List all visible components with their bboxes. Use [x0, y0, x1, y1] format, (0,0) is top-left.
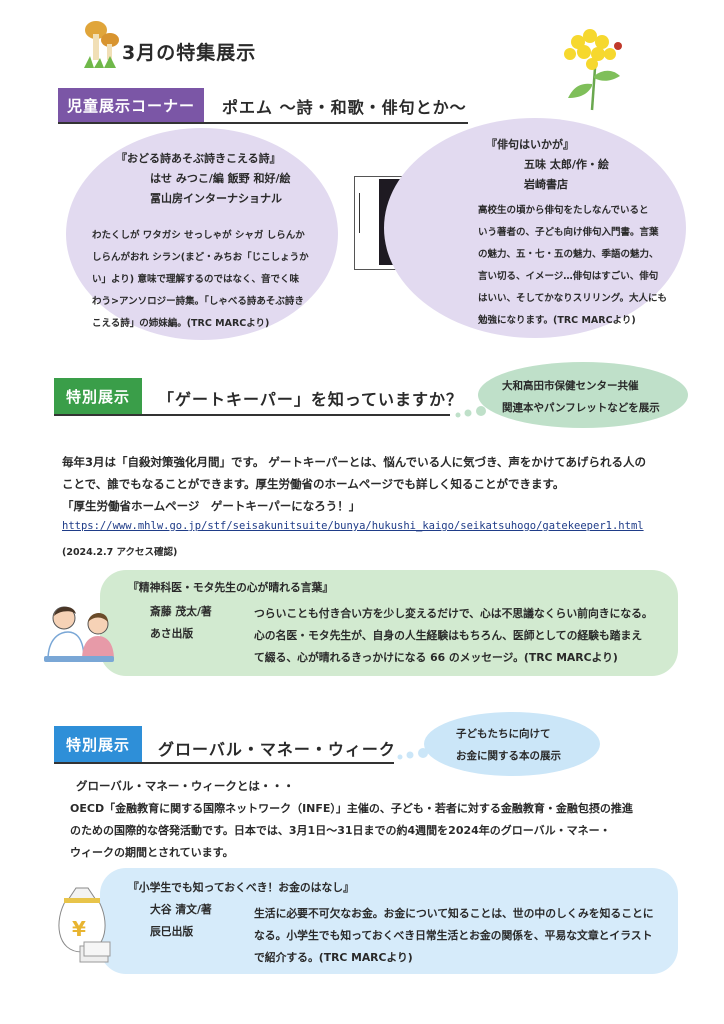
money-bag-icon: ¥ — [50, 880, 112, 964]
section2-book-desc-2: 心の名医・モタ先生が、自身の人生経験はもちろん、医師としての経験も踏まえ — [254, 629, 643, 642]
section2-book-author: 斎藤 茂太/著 — [150, 605, 212, 618]
section2-book-title: 『精神科医・モタ先生の心が晴れる言葉』 — [128, 581, 334, 594]
thought-dots — [454, 404, 488, 418]
page-title: 3月の特集展示 — [122, 42, 257, 64]
book1-desc-2: しらんがおれ シラン(まど・みちお「じこしょうか — [92, 252, 309, 263]
section3-book-author: 大谷 清文/著 — [150, 903, 212, 916]
book2-desc-6: 勉強になります。(TRC MARCより) — [478, 315, 636, 326]
section2-label: 特別展示 — [54, 378, 142, 414]
section3-book-desc-3: で紹介する。(TRC MARCより) — [254, 951, 413, 964]
section1-underline — [58, 122, 468, 124]
book1-blob — [66, 128, 338, 340]
book1-authors: はせ みつこ/編 飯野 和好/絵 — [150, 172, 291, 185]
book2-blob — [384, 118, 686, 338]
bubble3-line1: 子どもたちに向けて — [456, 728, 551, 740]
book2-author: 五味 太郎/作・絵 — [524, 158, 609, 171]
book2-title: 『俳句はいかが』 — [486, 138, 574, 151]
section2-heading: 「ゲートキーパー」を知っていますか？ — [158, 390, 464, 409]
book1-desc-1: わたくしが ワタガシ せっしゃが シャガ しらんか — [92, 230, 305, 241]
gmw-paragraph-2: のための国際的な啓発活動です。日本では、3月1日～31日までの約4週間を2024… — [70, 824, 611, 837]
doctor-patient-icon — [42, 598, 116, 666]
section2-book-desc-3: て綴る、心が晴れるきっかけになる 66 のメッセージ。(TRC MARCより) — [254, 651, 618, 664]
gatekeeper-paragraph-2: ことで、誰でもなることができます。厚生労働省のホームページでも詳しく知ることがで… — [62, 477, 565, 491]
section3-book-card — [100, 868, 678, 974]
book2-desc-5: はいい、そしてかなりスリリング。大人にも — [478, 293, 667, 304]
gmw-paragraph-1: OECD「金融教育に関する国際ネットワーク（INFE）」主催の、子ども・若者に対… — [70, 802, 633, 815]
rapeseed-flower-icon — [548, 24, 640, 112]
section3-bubble — [424, 712, 600, 776]
section2-bubble — [478, 362, 688, 428]
gatekeeper-paragraph-3: 「厚生労働省ホームページ ゲートキーパーになろう！」 — [62, 499, 361, 513]
gatekeeper-link[interactable]: https://www.mhlw.go.jp/stf/seisakunitsui… — [62, 520, 644, 532]
section3-label: 特別展示 — [54, 726, 142, 762]
section2-book-desc-1: つらいことも付き合い方を少し変えるだけで、心は不思議なくらい前向きになる。 — [254, 607, 653, 620]
svg-text:¥: ¥ — [72, 917, 86, 941]
mushroom-icon — [82, 16, 122, 70]
access-date: (2024.2.7 アクセス確認) — [62, 547, 178, 558]
book2-desc-3: の魅力、五・七・五の魅力、季語の魅力、 — [478, 249, 659, 260]
book1-desc-5: こえる詩」の姉妹編。(TRC MARCより) — [92, 318, 270, 329]
book2-publisher: 岩崎書店 — [524, 178, 568, 191]
section3-book-publisher: 辰巳出版 — [150, 925, 194, 938]
book1-desc-4: わう>アンソロジー詩集。「しゃべる詩あそぶ詩き — [92, 296, 304, 307]
section1-label: 児童展示コーナー — [58, 88, 204, 122]
book2-desc-2: いう著者の、子ども向け俳句入門書。言葉 — [478, 227, 659, 238]
section1-heading: ポエム ～詩・和歌・俳句とか～ — [222, 98, 467, 117]
section3-book-desc-2: なる。小学生でも知っておくべき日常生活とお金の関係を、平易な文章とイラスト — [254, 929, 653, 942]
section2-book-publisher: あさ出版 — [150, 627, 194, 640]
book2-desc-1: 高校生の頃から俳句をたしなんでいると — [478, 205, 649, 216]
section3-book-title: 『小学生でも知っておくべき！お金のはなし』 — [128, 881, 354, 894]
book2-desc-4: 言い切る、イメージ…俳句はすごい、俳句 — [478, 271, 659, 282]
bubble2-line1: 大和高田市保健センター共催 — [502, 380, 639, 392]
section2-book-card — [100, 570, 678, 676]
book1-desc-3: い」より) 意味で理解するのではなく、音でく味 — [92, 274, 299, 285]
gmw-intro: グローバル・マネー・ウィークとは・・・ — [76, 779, 295, 793]
book1-title: 『おどる詩あそぶ詩きこえる詩』 — [116, 152, 281, 165]
section2-underline — [54, 414, 450, 416]
bubble2-line2: 関連本やパンフレットなどを展示 — [502, 402, 660, 414]
gmw-paragraph-3: ウィークの期間とされています。 — [70, 846, 234, 859]
section3-heading: グローバル・マネー・ウィーク — [158, 740, 396, 759]
bubble3-line2: お金に関する本の展示 — [456, 750, 561, 762]
book1-publisher: 冨山房インターナショナル — [150, 192, 282, 205]
section3-book-desc-1: 生活に必要不可欠なお金。お金について知ることは、世の中のしくみを知ることに — [254, 907, 654, 920]
gatekeeper-paragraph-1: 毎年3月は「自殺対策強化月間」です。 ゲートキーパーとは、悩んでいる人に気づき、… — [62, 455, 647, 469]
section3-underline — [54, 762, 394, 764]
